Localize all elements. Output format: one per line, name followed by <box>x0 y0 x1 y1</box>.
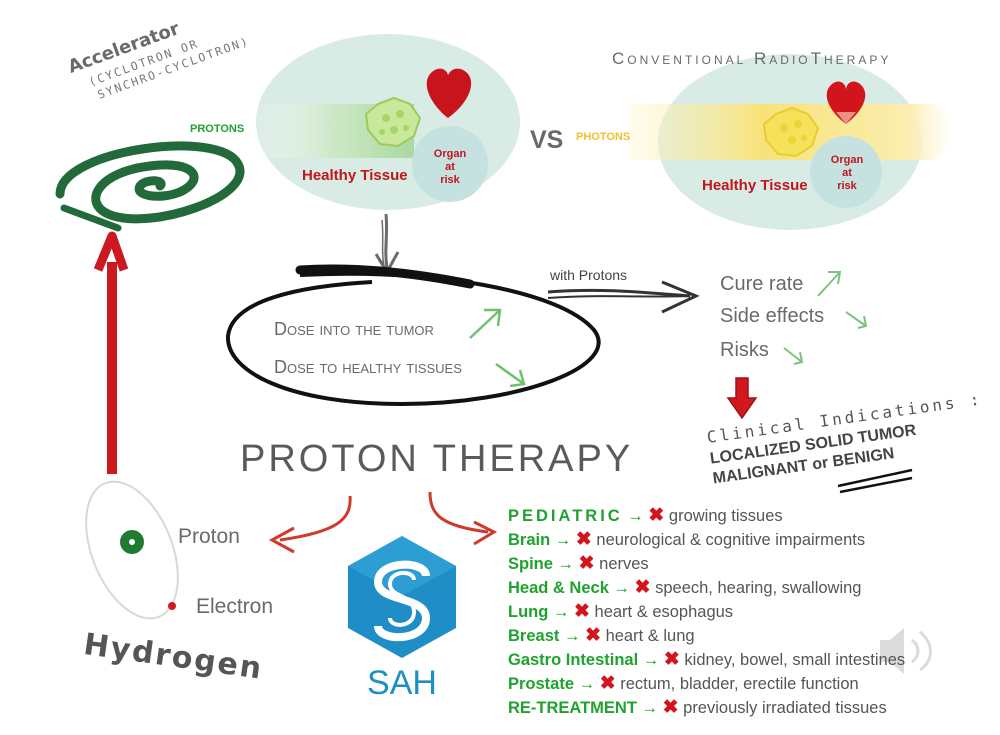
arrow-icon: → <box>642 651 660 669</box>
indication-label: Spine <box>508 555 553 573</box>
indication-row: Breast → ✖ heart & lung <box>508 626 695 645</box>
organ-at-risk-label-photon: Organ at risk <box>822 154 872 193</box>
side-effects-down-arrow <box>845 311 868 329</box>
indication-label: Lung <box>508 603 549 621</box>
arrow-icon: → <box>557 555 575 573</box>
clinical-underline <box>837 468 913 494</box>
speaker-icon <box>880 628 932 674</box>
indication-desc: growing tissues <box>668 507 783 525</box>
indication-row: Lung → ✖ heart & esophagus <box>508 602 733 621</box>
versus-label: VS <box>530 126 564 154</box>
indication-label: Brain <box>508 531 551 549</box>
hydrogen-atom <box>85 480 179 620</box>
protons-beam-label: PROTONS <box>190 123 245 135</box>
dose-to-healthy-tissues: Dose to healthy tissues <box>274 357 462 377</box>
red-down-arrow <box>726 377 758 420</box>
arrow-icon: → <box>552 603 570 621</box>
indication-desc: neurological & cognitive impairments <box>596 531 866 549</box>
indication-label: PEDIATRIC <box>508 507 623 525</box>
cross-icon: ✖ <box>578 553 595 574</box>
arrow-icon: → <box>554 531 572 549</box>
conventional-radiotherapy-title: Conventional RadioTherapy <box>612 49 892 68</box>
heart-icon-proton <box>426 68 472 118</box>
indication-label: Prostate <box>508 675 575 693</box>
indication-label: Gastro Intestinal <box>508 651 639 669</box>
organ-line-1: Organ <box>830 154 864 166</box>
heart-icon-photon <box>826 81 866 124</box>
cross-icon: ✖ <box>648 505 665 526</box>
indication-desc: kidney, bowel, small intestines <box>684 651 906 669</box>
indication-label: RE-TREATMENT <box>508 699 637 717</box>
with-protons-label: with Protons <box>550 267 628 283</box>
arrow-icon: → <box>578 675 596 693</box>
organ-line-2: at <box>842 167 852 179</box>
outcome-side-effects: Side effects <box>720 305 825 327</box>
down-arrow <box>374 213 400 275</box>
organ-at-risk-photon <box>810 136 882 208</box>
cyclotron-spiral-icon <box>55 141 245 232</box>
organ-line-3: risk <box>440 174 460 186</box>
arrow-icon: → <box>563 627 581 645</box>
healthy-tissue-label-photon: Healthy Tissue <box>702 177 808 194</box>
sah-logo-text: SAH <box>367 664 437 702</box>
cross-icon: ✖ <box>585 625 601 646</box>
main-title: PROTON THERAPY <box>240 438 634 480</box>
dose-into-tumor: Dose into the tumor <box>274 319 434 339</box>
red-up-arrow <box>93 231 129 474</box>
indication-row: RE-TREATMENT → ✖ previously irradiated t… <box>508 698 887 717</box>
indication-desc: heart & esophagus <box>594 603 734 621</box>
cross-icon: ✖ <box>663 649 680 670</box>
organ-at-risk-label-proton: Organ at risk <box>424 148 476 187</box>
risks-down-arrow <box>783 347 804 365</box>
outcome-cure-rate: Cure rate <box>720 273 804 295</box>
cure-rate-up-arrow <box>817 271 842 297</box>
indication-desc: heart & lung <box>605 627 695 645</box>
indication-row: PEDIATRIC → ✖ growing tissues <box>508 506 783 525</box>
arrow-icon: → <box>627 507 644 525</box>
indication-desc: speech, hearing, swallowing <box>655 579 862 597</box>
indication-row: Brain → ✖ neurological & cognitive impai… <box>508 530 865 549</box>
sah-logo-icon <box>348 536 456 658</box>
cross-icon: ✖ <box>634 577 651 598</box>
tumor-icon-photon <box>762 106 820 158</box>
photons-beam-label: PHOTONS <box>576 131 631 143</box>
cross-icon: ✖ <box>574 601 590 622</box>
proton-panel <box>248 34 520 210</box>
arrow-to-proton <box>268 495 352 554</box>
cross-icon: ✖ <box>575 529 592 550</box>
indication-label: Breast <box>508 627 560 645</box>
indication-label: Head & Neck <box>508 579 609 597</box>
with-protons-arrow <box>547 280 700 314</box>
indication-desc: rectum, bladder, erectile function <box>620 675 859 693</box>
organ-at-risk-proton <box>412 126 488 202</box>
organ-line-2: at <box>445 161 455 173</box>
cross-icon: ✖ <box>662 697 679 718</box>
indication-row: Spine → ✖ nerves <box>508 554 649 573</box>
organ-line-3: risk <box>837 180 857 192</box>
arrow-to-indications <box>428 491 498 546</box>
indication-desc: previously irradiated tissues <box>683 699 887 717</box>
indication-row: Prostate → ✖ rectum, bladder, erectile f… <box>508 674 859 693</box>
arrow-icon: → <box>613 579 630 597</box>
indication-desc: nerves <box>599 555 649 573</box>
dose-healthy-down-arrow <box>495 362 526 388</box>
dose-ellipse <box>225 264 601 407</box>
outcome-risks: Risks <box>720 339 769 361</box>
organ-line-1: Organ <box>433 148 467 160</box>
arrow-icon: → <box>641 699 659 717</box>
tumor-icon-proton <box>364 96 422 148</box>
electron-particle <box>168 602 176 610</box>
healthy-tissue-label-proton: Healthy Tissue <box>302 167 408 184</box>
proton-label: Proton <box>178 525 240 548</box>
photon-panel <box>628 54 958 230</box>
indication-row: Gastro Intestinal → ✖ kidney, bowel, sma… <box>508 650 905 669</box>
cross-icon: ✖ <box>599 673 616 694</box>
dose-tumor-up-arrow <box>469 308 502 339</box>
indication-row: Head & Neck → ✖ speech, hearing, swallow… <box>508 578 861 597</box>
electron-label: Electron <box>196 595 274 618</box>
